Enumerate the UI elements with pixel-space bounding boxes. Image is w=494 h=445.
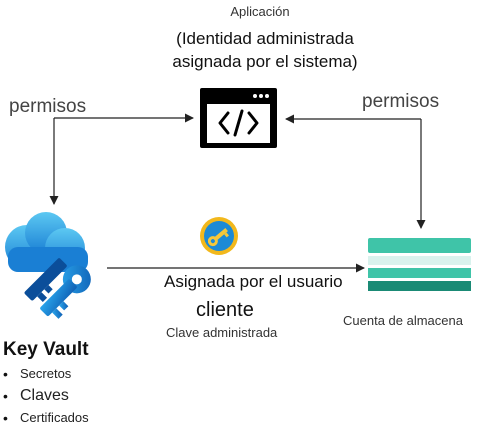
app-caption: Aplicación — [230, 4, 290, 19]
app-identity-line1: (Identidad administrada — [176, 29, 354, 48]
storage-account-icon — [368, 238, 471, 291]
key-vault-item-keys: Claves — [0, 386, 89, 408]
app-identity-line2: asignada por el sistema) — [172, 52, 358, 71]
managed-key-label: Clave administrada — [166, 325, 278, 340]
key-vault-item-certificates: Certificados — [0, 408, 89, 430]
assigned-by-user-label: Asignada por el usuario — [164, 272, 343, 291]
code-window-icon — [200, 88, 277, 148]
permissions-left-label: permisos — [9, 96, 87, 117]
right-permission-connector — [285, 114, 426, 229]
storage-account-label: Cuenta de almacena — [343, 313, 463, 328]
key-vault-icon — [5, 212, 91, 319]
key-vault-items: Secretos Claves Certificados — [0, 364, 89, 430]
left-permission-connector — [49, 113, 194, 205]
key-badge-icon — [200, 217, 238, 255]
client-label: cliente — [196, 299, 254, 321]
key-vault-title: Key Vault — [3, 339, 89, 360]
key-vault-item-secrets: Secretos — [0, 364, 89, 386]
permissions-right-label: permisos — [362, 91, 440, 112]
